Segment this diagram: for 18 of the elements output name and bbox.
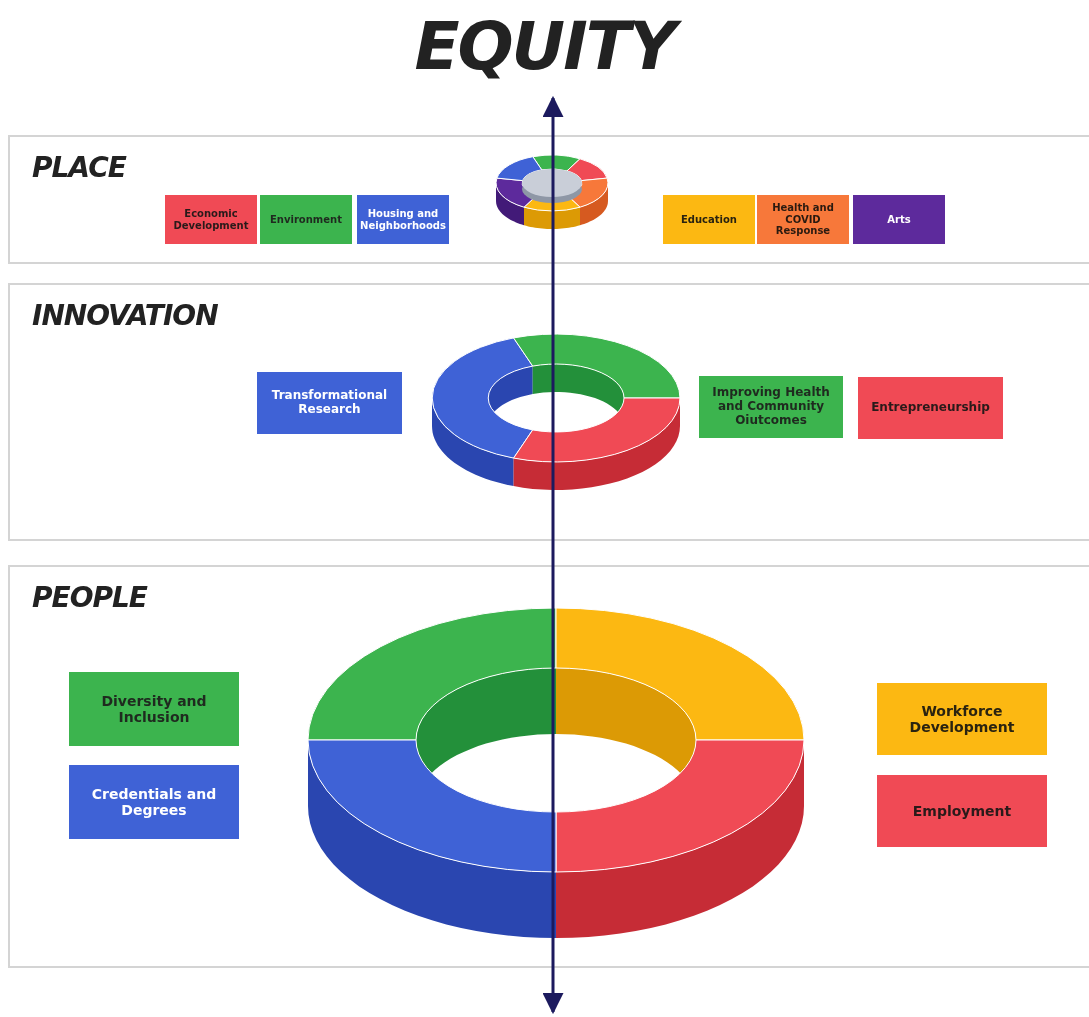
category-box: Health and COVID Response [757,195,849,244]
category-box: Credentials and Degrees [69,765,239,839]
category-box: Education [663,195,755,244]
category-box: Arts [853,195,945,244]
category-box: Transformational Research [257,372,402,434]
category-box: Economic Development [165,195,257,244]
category-box: Entrepreneurship [858,377,1003,439]
category-box: Improving Health and Community Oiutcomes [699,376,843,438]
category-box: Environment [260,195,352,244]
category-box: Housing and Neighborhoods [357,195,449,244]
section-heading: PLACE [32,151,126,184]
section-panel [8,565,1089,968]
section-heading: INNOVATION [32,299,218,332]
page-title: EQUITY [0,8,1089,85]
category-box: Workforce Development [877,683,1047,755]
category-box: Diversity and Inclusion [69,672,239,746]
category-box: Employment [877,775,1047,847]
section-heading: PEOPLE [32,581,147,614]
